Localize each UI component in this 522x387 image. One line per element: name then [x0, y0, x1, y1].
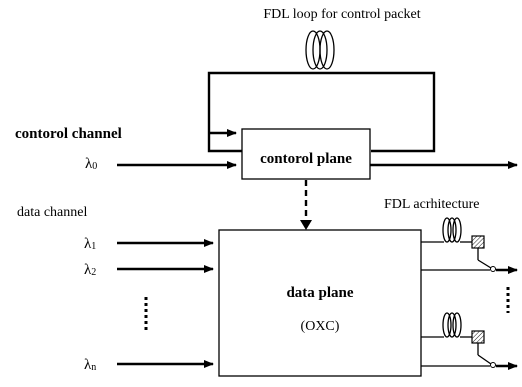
- lambda1-label: λ1: [84, 236, 96, 252]
- control-feedback-loop: [207, 71, 436, 153]
- control-plane-label: contorol plane: [260, 151, 352, 167]
- fdl-output-unit-top: [421, 217, 518, 274]
- lambdan-label: λn: [84, 357, 96, 373]
- data-channel-label: data channel: [17, 205, 87, 220]
- data-plane-label: data plane: [286, 285, 353, 301]
- control-to-data-arrowhead: [300, 220, 312, 230]
- lambda2-label: λ2: [84, 262, 96, 278]
- fdl-output-unit-bottom: [421, 312, 518, 370]
- data-plane-box: [218, 229, 422, 377]
- control-plane-box: [241, 128, 371, 180]
- lambda0-label: λ0: [85, 156, 97, 172]
- control-channel-label: contorol channel: [15, 126, 122, 142]
- fdl-loop-coil: [305, 30, 335, 70]
- fdl-loop-title: FDL loop for control packet: [263, 7, 420, 22]
- oxc-label: (OXC): [301, 319, 340, 334]
- fdl-architecture-label: FDL acrhitecture: [384, 197, 480, 212]
